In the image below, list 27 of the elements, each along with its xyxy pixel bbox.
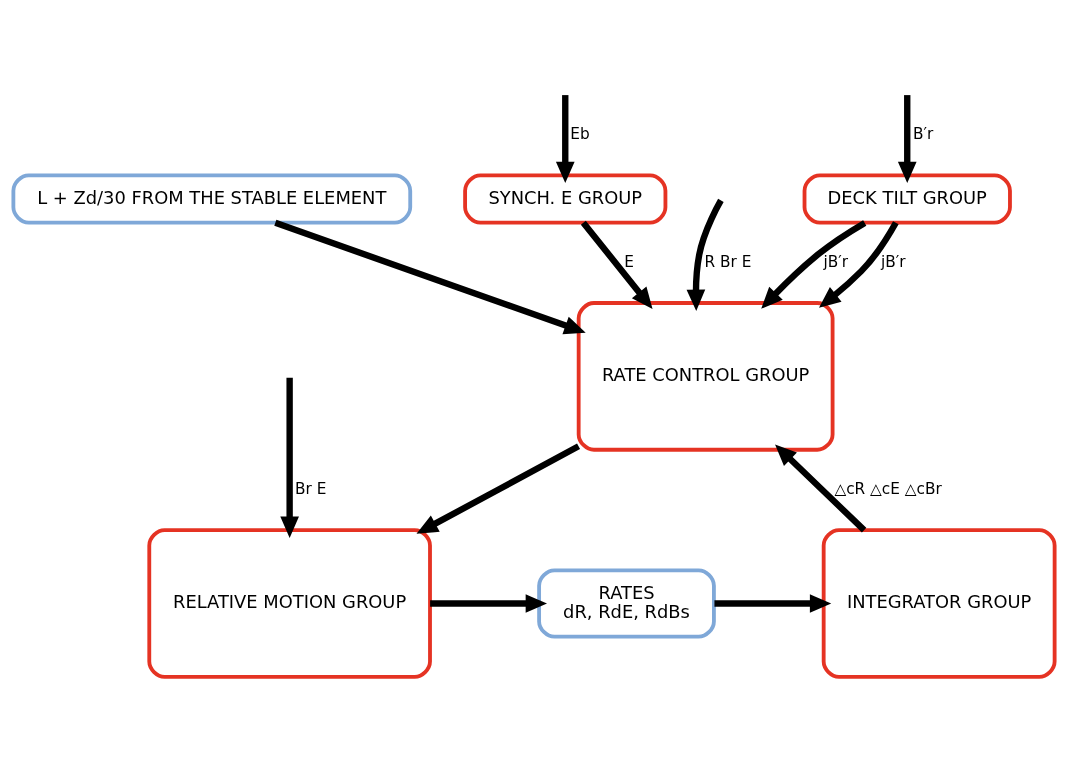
arrow — [416, 442, 581, 534]
edge-label: E — [624, 252, 634, 271]
arrow — [761, 219, 867, 309]
arrow — [430, 593, 547, 613]
edge-label: △cR △cE △cBr — [834, 479, 942, 498]
arrow — [775, 443, 867, 532]
edge-label: Eb — [570, 124, 590, 143]
node-box: RATE CONTROL GROUP — [576, 300, 835, 452]
edge-label: B′r — [913, 124, 934, 143]
arrow — [274, 219, 586, 334]
arrow — [714, 593, 832, 613]
edge-label: jB′r — [880, 252, 906, 271]
edge-label: Br E — [295, 479, 327, 498]
arrow — [686, 198, 724, 311]
node-box: L + Zd/30 FROM THE STABLE ELEMENT — [11, 173, 413, 225]
arrow — [580, 220, 653, 309]
node-box: RATES dR, RdE, RdBs — [537, 567, 716, 639]
node-box: INTEGRATOR GROUP — [821, 527, 1057, 679]
node-box: RELATIVE MOTION GROUP — [147, 527, 432, 679]
arrow — [555, 94, 575, 183]
edge-label: jB′r — [823, 252, 849, 271]
node-box: SYNCH. E GROUP — [463, 173, 668, 225]
node-box: DECK TILT GROUP — [802, 173, 1012, 225]
arrow — [819, 220, 899, 308]
arrow — [280, 377, 299, 538]
edge-label: R Br E — [704, 252, 752, 271]
arrow — [897, 94, 917, 183]
